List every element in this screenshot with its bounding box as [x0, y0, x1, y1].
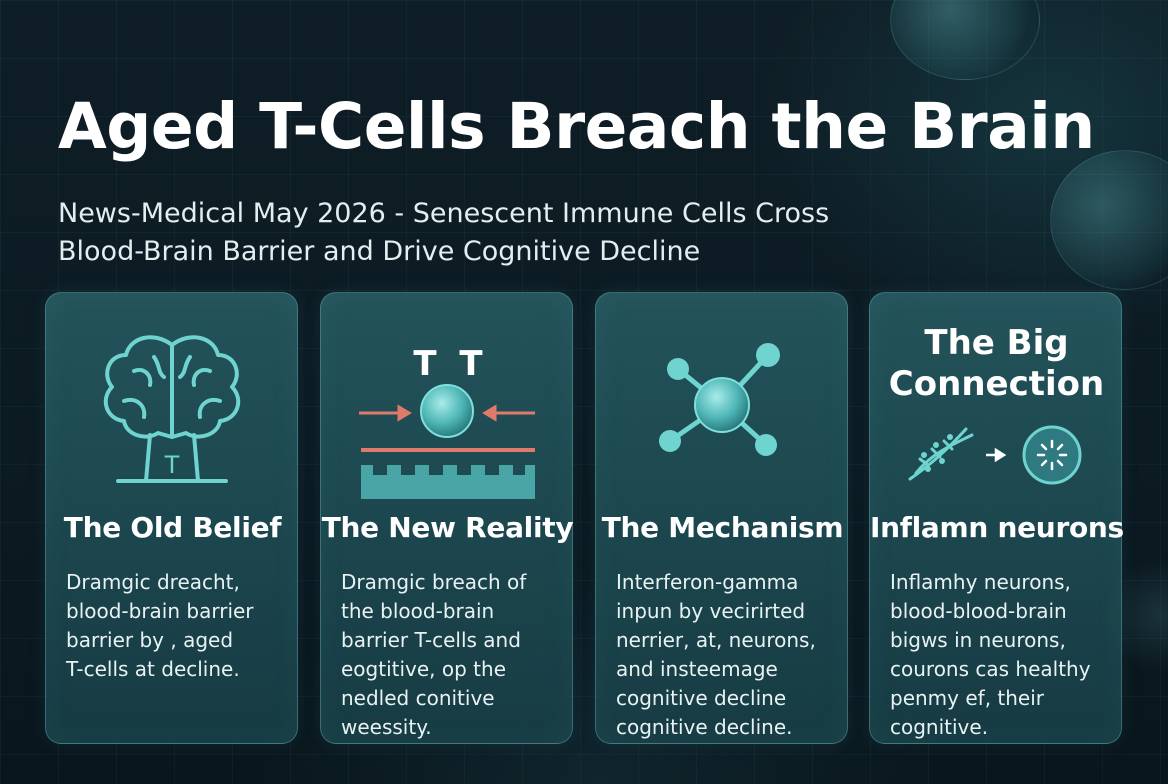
card-heading: The Old Belief — [63, 511, 282, 544]
t-cell-label: T — [164, 451, 180, 479]
subtitle-line: Blood-Brain Barrier and Drive Cognitive … — [58, 236, 701, 267]
card-body-line: courons cas healthy — [890, 657, 1091, 681]
neuron-nodes — [921, 434, 953, 472]
pressure-arrows — [359, 404, 535, 422]
card-body-line: weessity. — [341, 715, 432, 739]
t-cell-sphere — [420, 384, 474, 438]
page-title: Aged T-Cells Breach the Brain — [58, 90, 1095, 163]
card-body-line: barrier by , aged — [66, 628, 234, 652]
card-mechanism: The Mechanism Interferon-gamma inpun by … — [595, 292, 848, 744]
cell-decoration — [1050, 150, 1168, 290]
arrow-right-icon — [986, 447, 1007, 463]
card-body-line: Dramgic dreacht, — [66, 570, 240, 594]
card-body: Dramgic dreacht, blood-brain barrier bar… — [66, 568, 292, 684]
card-big-heading: The Big Connection — [870, 323, 1123, 405]
t-cell-label: T — [459, 344, 483, 384]
page-subtitle: News-Medical May 2026 - Senescent Immune… — [58, 195, 1058, 271]
card-body-line: Interferon-gamma — [616, 570, 799, 594]
card-body-line: cognitive decline — [616, 686, 787, 710]
card-body-line: cognitive decline. — [616, 715, 793, 739]
molecule-network-icon — [659, 343, 780, 456]
card-body: Interferon-gamma inpun by vecirirted ner… — [616, 568, 842, 742]
card-big-heading-line: Connection — [888, 364, 1105, 404]
card-body: Inflamhy neurons, blood-blood-brain bigw… — [890, 568, 1116, 742]
card-body-line: and insteemage — [616, 657, 778, 681]
card-big-connection: The Big Connection Inflamn neurons — [869, 292, 1124, 744]
barrier-wall — [361, 465, 535, 499]
card-heading: The New Reality — [321, 511, 574, 544]
card-body: Dramgic breach of the blood-brain barrie… — [341, 568, 567, 742]
inflamed-cell-icon — [1022, 425, 1082, 485]
card-body-line: T-cells at decline. — [66, 657, 240, 681]
card-old-belief: T The Old Belief Dramgic dreacht, blood-… — [45, 292, 298, 744]
card-body-line: Inflamhy neurons, — [890, 570, 1071, 594]
card-body-line: eogtitive, op the — [341, 657, 506, 681]
barrier-breach-icon: T T — [359, 344, 535, 499]
card-body-line: blood-blood-brain — [890, 599, 1067, 623]
card-body-line: nedled conitive — [341, 686, 495, 710]
card-body-line: cognitive. — [890, 715, 989, 739]
inflamed-neuron-icon — [908, 425, 1082, 485]
brain-tree-icon: T — [103, 335, 241, 483]
card-body-line: nerrier, at, neurons, — [616, 628, 816, 652]
card-heading: Inflamn neurons — [870, 511, 1124, 544]
subtitle-line: News-Medical May 2026 - Senescent Immune… — [58, 198, 830, 229]
neuron-fiber-icon — [908, 427, 974, 481]
card-big-heading-line: The Big — [924, 323, 1069, 363]
card-body-line: blood-brain barrier — [66, 599, 254, 623]
t-cell-label: T — [413, 344, 437, 384]
card-body-line: Dramgic breach of — [341, 570, 527, 594]
card-new-reality: T T The New Reality Dramgic breach of th… — [320, 292, 574, 744]
card-body-line: bigws in neurons, — [890, 628, 1066, 652]
card-heading: The Mechanism — [601, 511, 844, 544]
card-body-line: inpun by vecirirted — [616, 599, 806, 623]
card-body-line: penmy ef, their — [890, 686, 1045, 710]
card-body-line: the blood-brain — [341, 599, 495, 623]
card-body-line: barrier T-cells and — [341, 628, 521, 652]
